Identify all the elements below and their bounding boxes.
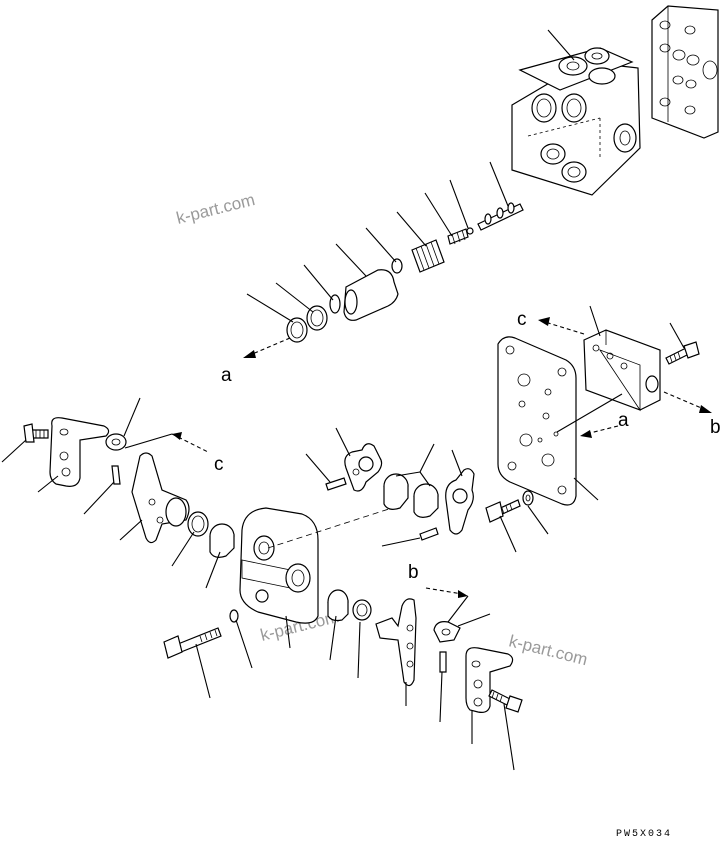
arrow-b-bottom: [425, 587, 469, 623]
long-bolt: [163, 627, 222, 659]
pin-center-upper: [325, 477, 347, 491]
pin-upper-left: [111, 465, 121, 485]
bushing-bottom: [327, 589, 349, 622]
clevis-bottom-right: [433, 621, 461, 643]
leader-line-lever-left: [119, 519, 143, 541]
leader-line-bolt-right: [499, 515, 517, 553]
link-plate-upper-left: [49, 417, 110, 487]
leader-line-plate: [556, 393, 623, 433]
ref-letter-c-left: c: [214, 454, 224, 475]
lever-left: [131, 452, 190, 544]
watermark-top-left: k-part.com: [174, 190, 257, 228]
snap-ring-bottom: [352, 599, 372, 621]
leader-line-pin-center-lower: [381, 537, 421, 547]
end-plate: [651, 5, 719, 139]
leader-line-clevis: [123, 397, 141, 437]
link-plate-bottom-right: [465, 647, 514, 713]
bolt-upper-left: [23, 423, 49, 443]
leader-line-lever-center: [335, 427, 351, 457]
leader-line-bolt-bottom: [503, 703, 515, 771]
leader-line-bushing-bottom: [329, 615, 337, 661]
leader-line-solenoid: [589, 305, 601, 337]
watermark-bottom-right: k-part.com: [507, 631, 590, 669]
ref-letter-b-bottom: b: [408, 562, 419, 583]
leader-line-clevis-bottom: [457, 613, 491, 627]
bracket-body: [239, 507, 393, 624]
leader-line-plate-edge: [573, 477, 599, 501]
leader-line-pin: [83, 481, 115, 515]
ref-letter-c-top: c: [517, 309, 527, 330]
leader-line-pin-center: [305, 453, 331, 483]
arrow-a-right: [580, 425, 619, 438]
solenoid-block: [583, 329, 661, 412]
bolt-bottom-right: [488, 689, 523, 713]
leader-line-long-bolt: [195, 643, 211, 699]
arrow-b-right: [663, 391, 712, 413]
clevis-upper-left: [105, 433, 127, 451]
pin-center-lower: [419, 527, 439, 541]
leader-line-bushing-pair: [395, 443, 435, 487]
spool-assembly: [286, 202, 524, 343]
bolt-solenoid: [665, 341, 700, 365]
ref-letter-a-right: a: [618, 410, 629, 431]
leader-lines-spool: [246, 161, 509, 323]
leader-line-lever-right-upper: [451, 449, 463, 477]
leader-line-bushing-left: [205, 551, 221, 589]
lever-bottom: [375, 598, 417, 687]
leader-line-solenoid-bolt: [669, 322, 685, 349]
cover-plate: [497, 336, 577, 506]
snap-ring-left: [187, 511, 209, 537]
leader-line-washer-right: [527, 505, 549, 535]
lever-right-upper: [445, 468, 475, 535]
leader-line-bolt-upper-left: [1, 439, 27, 463]
ref-letter-a-top: a: [221, 365, 232, 386]
arrow-a-top: [243, 337, 291, 358]
washer-bottom-left: [229, 609, 239, 623]
leader-line-bracket-body: [285, 615, 291, 649]
leader-line-housing: [547, 29, 575, 61]
valve-housing: [511, 47, 641, 196]
arrow-c-top: [538, 317, 585, 335]
lever-center: [344, 443, 383, 492]
drawing-code: PW5X034: [616, 829, 672, 840]
bushing-left: [209, 523, 235, 558]
leader-line-snap-ring-left: [171, 531, 195, 567]
pin-bottom-right: [439, 651, 447, 673]
leader-line-snap-ring-bottom: [357, 621, 361, 679]
bushing-pair: [383, 473, 439, 518]
leader-line-link-plate: [37, 475, 59, 493]
arrow-c-left: [124, 432, 209, 453]
bolt-and-washer-right: [485, 490, 534, 523]
ref-letter-b-right: b: [710, 417, 721, 438]
leader-line-pin-bottom: [439, 671, 443, 723]
leader-line-washer-bottom-left: [235, 619, 253, 669]
